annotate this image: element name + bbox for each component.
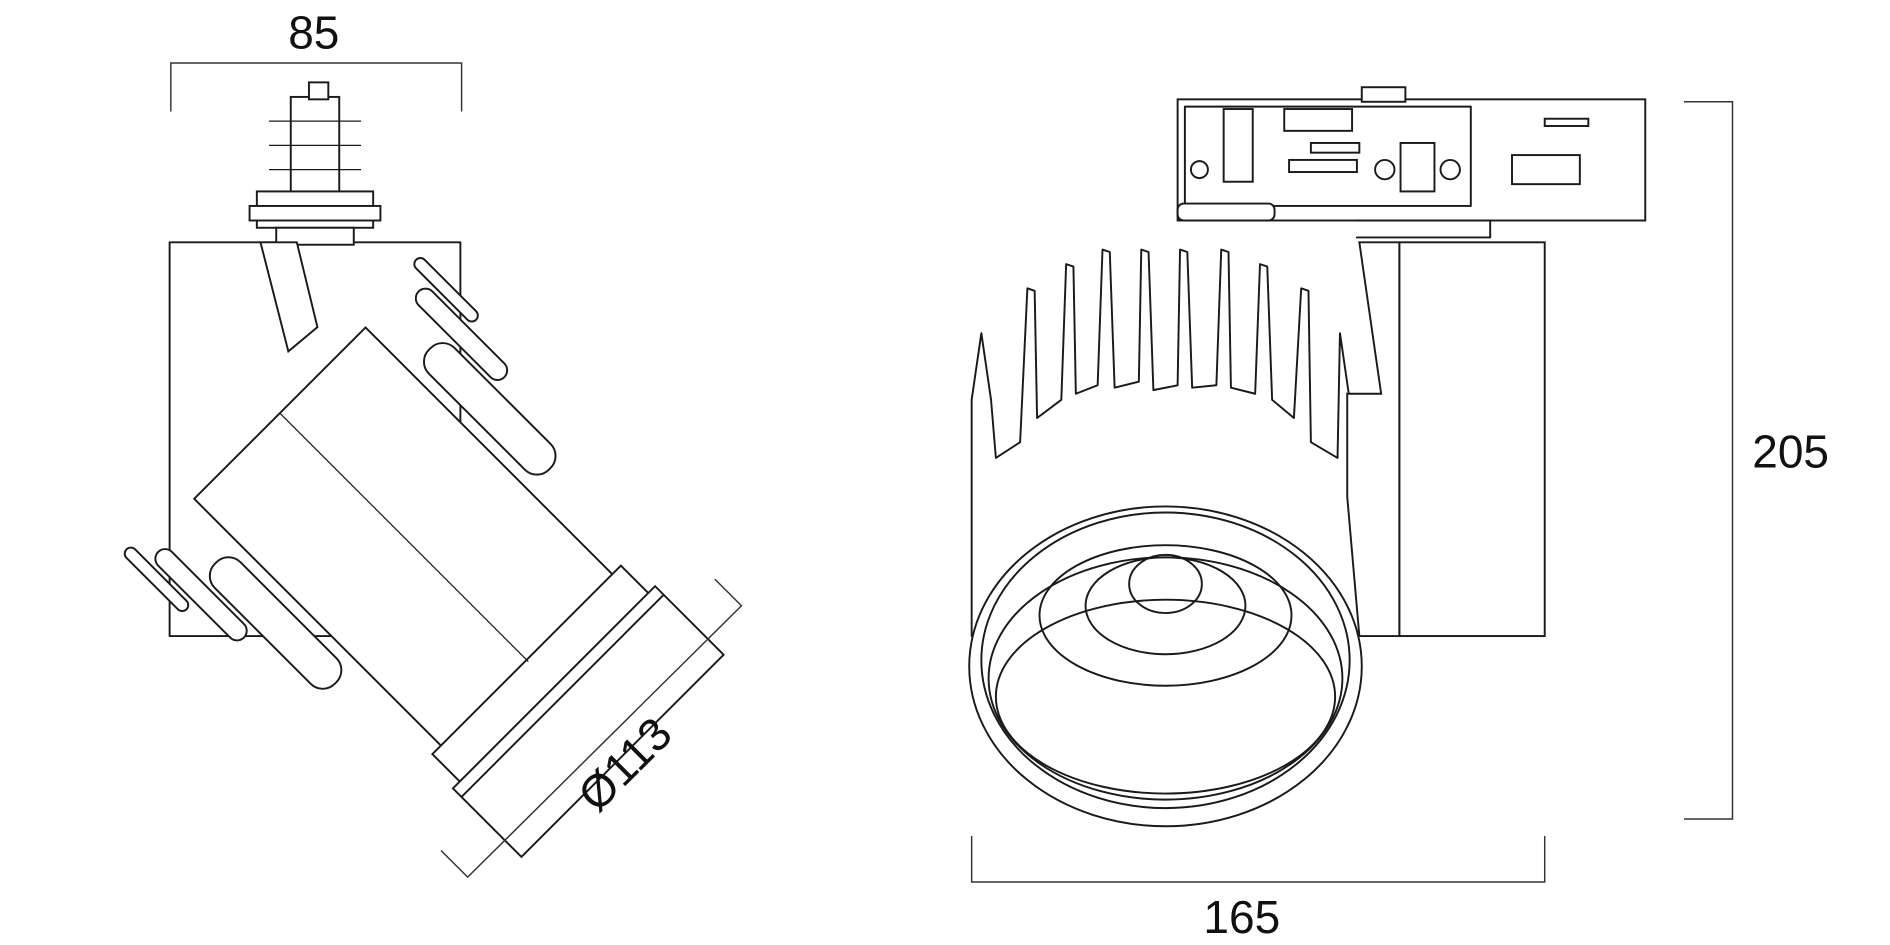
side-view: 85: [123, 6, 743, 879]
dimension-label-165: 165: [1203, 891, 1280, 943]
dimension-label-85: 85: [288, 6, 339, 58]
dimension-85: 85: [170, 6, 463, 112]
track-adapter: [248, 81, 382, 246]
spotlight-head: [123, 257, 726, 859]
dimension-label-205: 205: [1752, 426, 1829, 478]
dimension-205: 205: [1684, 101, 1829, 820]
bracket-arm-front: [1346, 241, 1401, 638]
dimension-165: 165: [970, 835, 1546, 943]
front-view: 205 165: [968, 86, 1829, 943]
heatsink: [970, 248, 1361, 638]
track-adapter-front: [1176, 86, 1647, 239]
body-housing: [1398, 241, 1546, 638]
lens-assembly: [968, 505, 1363, 828]
bracket-arm: [259, 241, 319, 354]
